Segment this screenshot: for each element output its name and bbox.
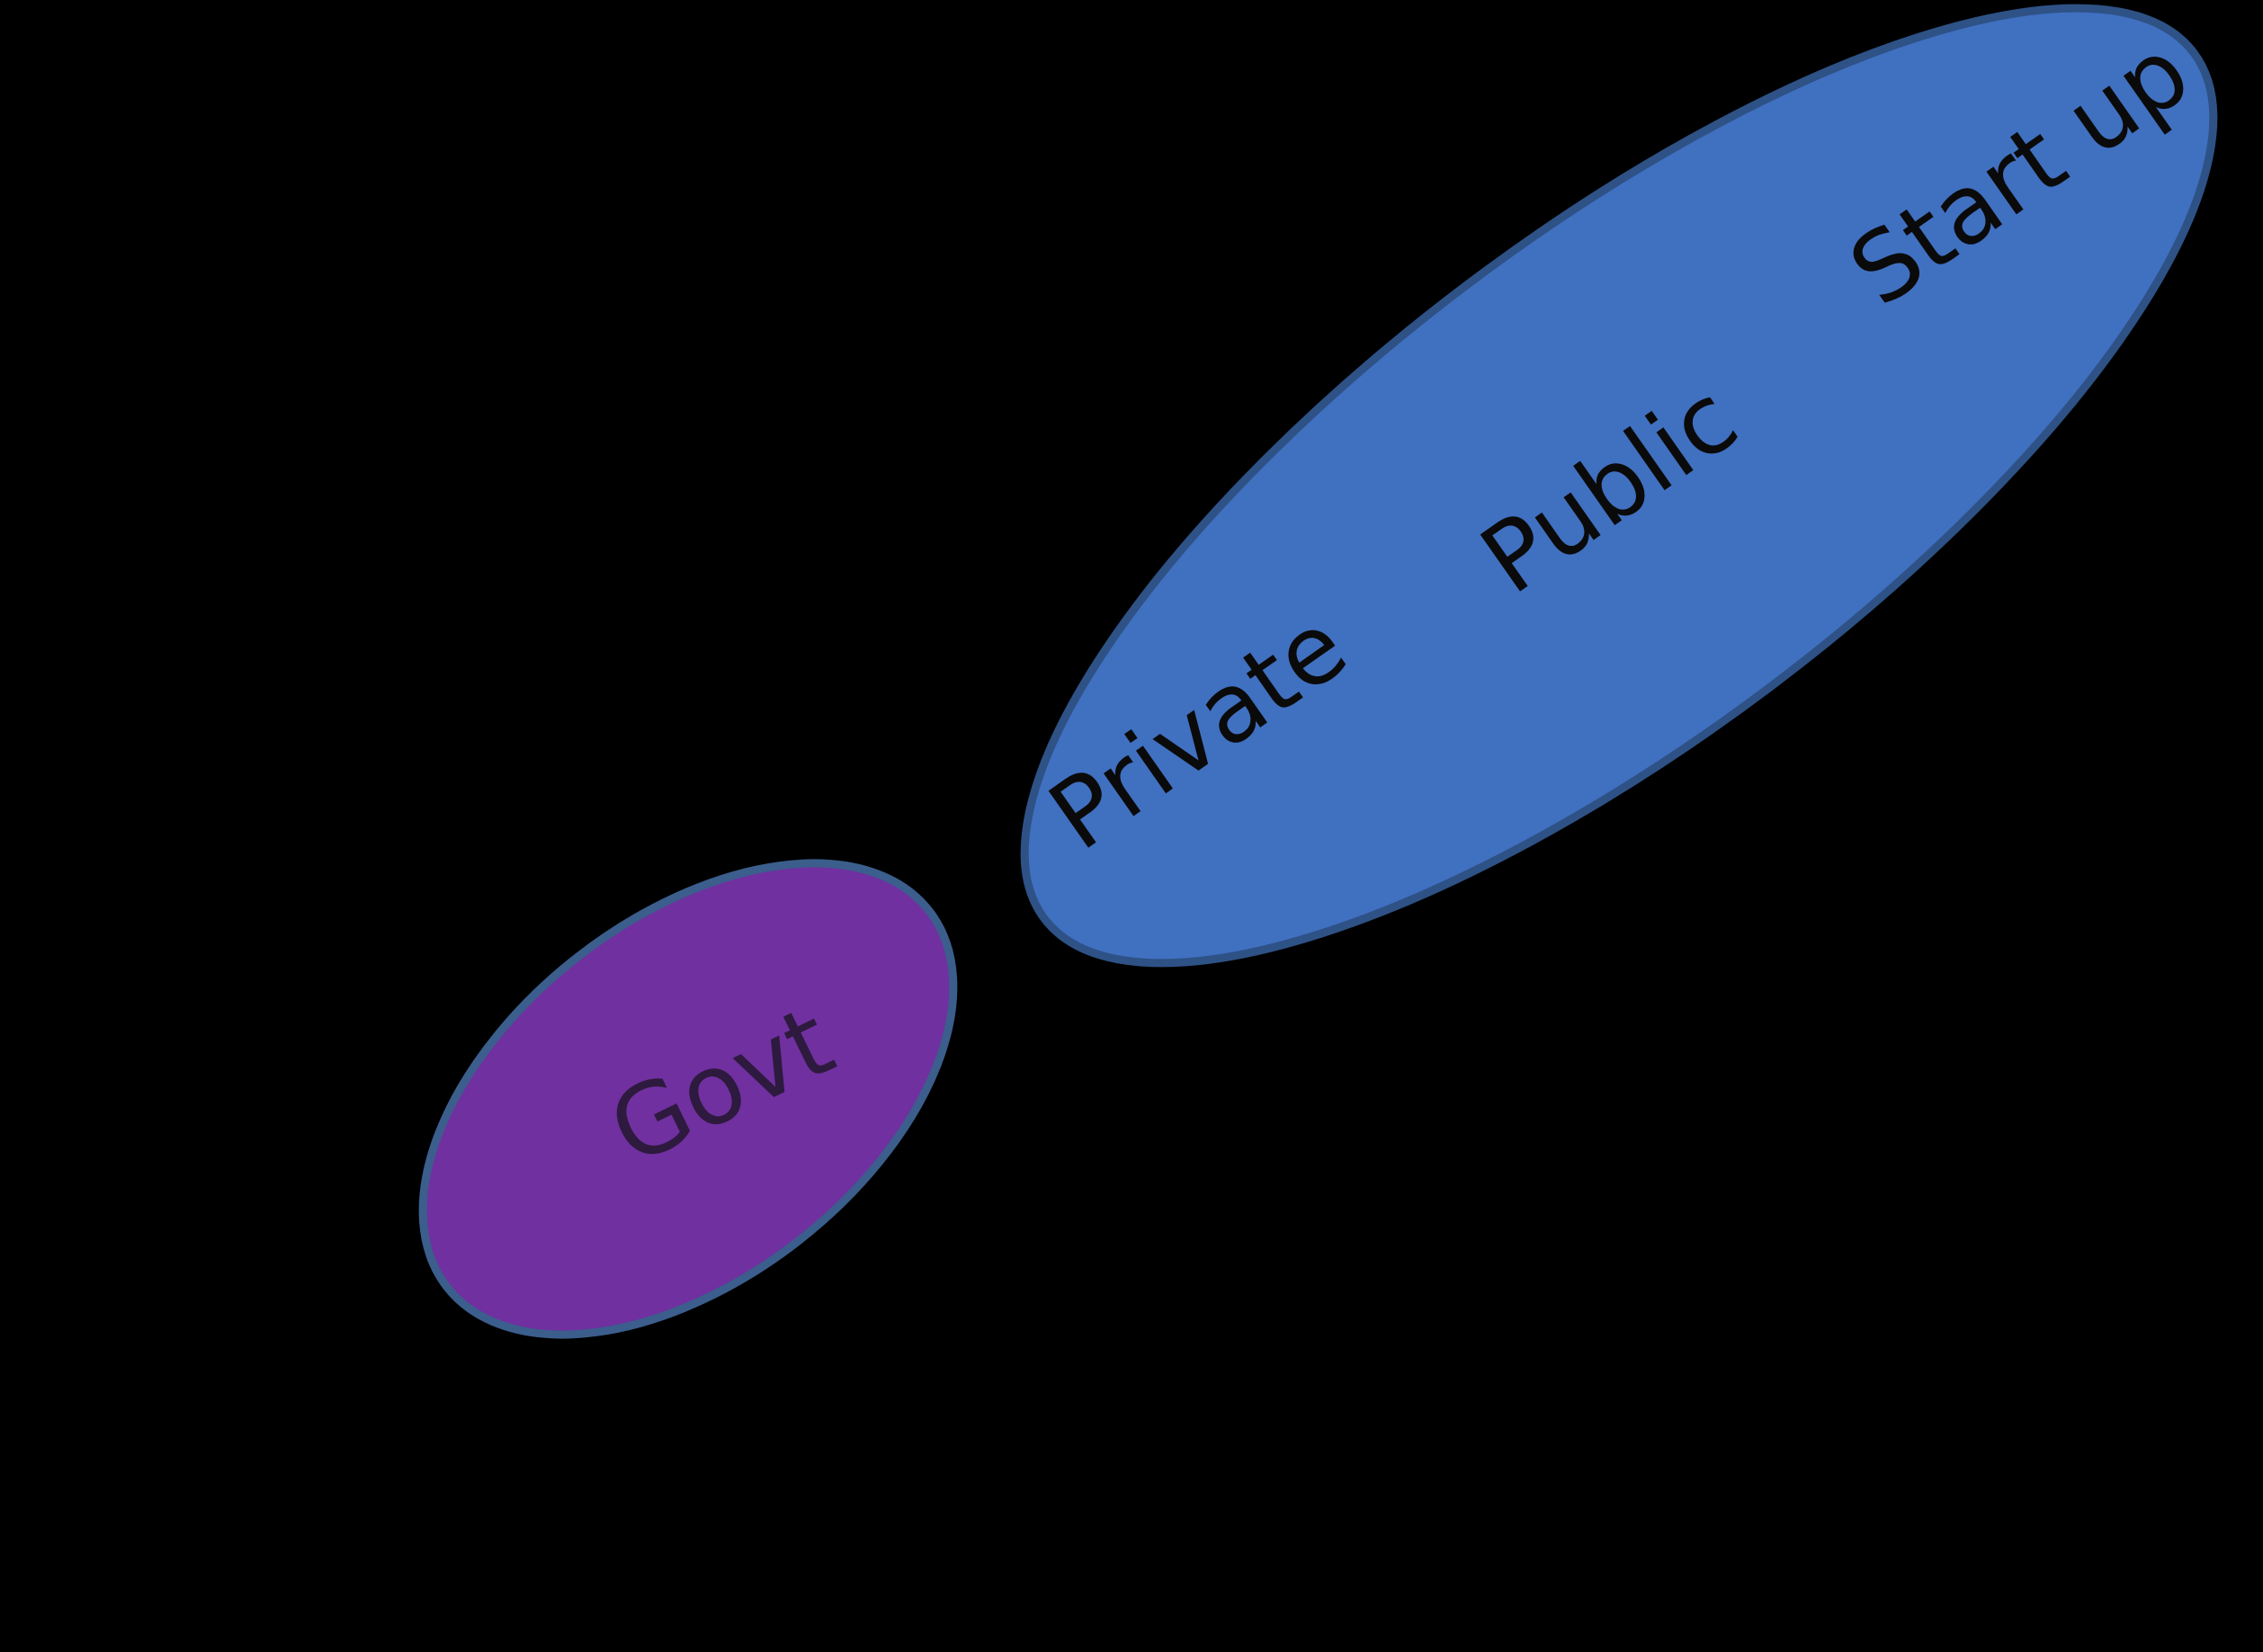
blue-ellipse-shape[interactable] xyxy=(893,0,2263,1120)
shape-govt[interactable]: Govt xyxy=(336,769,1040,1429)
shape-private-public-startup[interactable]: Private Public Start up xyxy=(893,0,2263,1120)
purple-ellipse-shape[interactable] xyxy=(336,769,1040,1429)
